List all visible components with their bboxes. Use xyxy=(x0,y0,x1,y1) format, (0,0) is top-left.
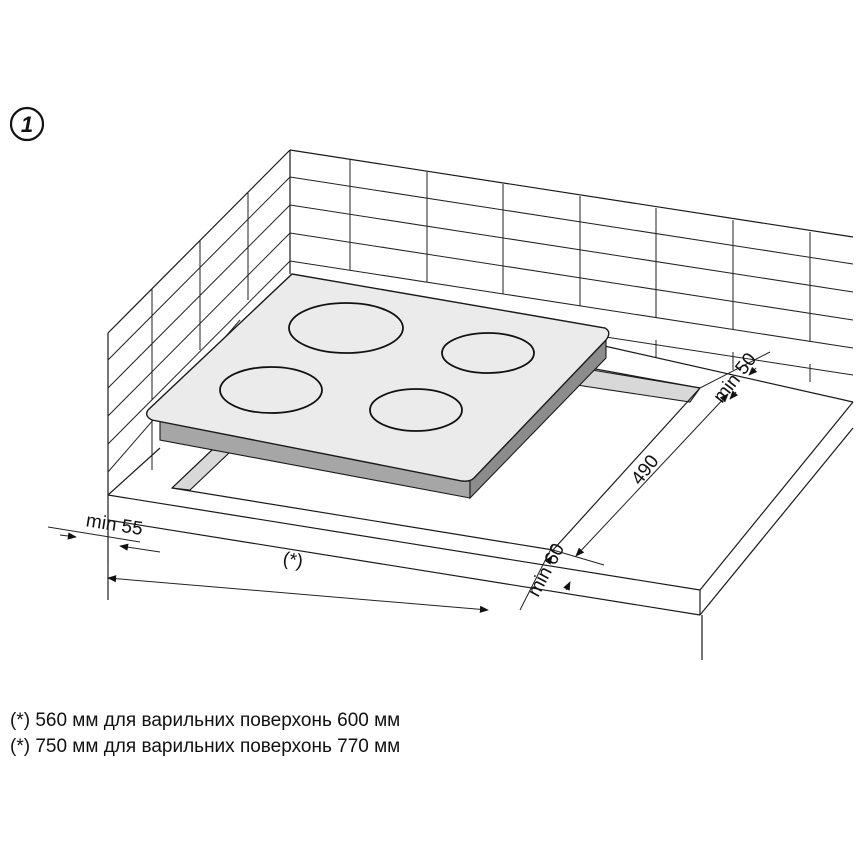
burner-front-left xyxy=(219,366,323,414)
depth-label: 490 xyxy=(627,451,663,489)
step-badge: 1 xyxy=(9,106,45,142)
side-clearance-label: min 55 xyxy=(85,510,145,540)
rear-clearance-label: min 50 xyxy=(709,349,761,407)
hob xyxy=(145,273,610,500)
step-number: 1 xyxy=(21,112,33,137)
tiled-wall xyxy=(107,149,854,495)
burner-rear-right xyxy=(441,332,535,374)
burner-rear-left xyxy=(288,302,404,354)
burner-front-right xyxy=(369,388,463,432)
countertop xyxy=(107,344,854,660)
front-clearance-label: min 60 xyxy=(524,540,569,600)
footnotes: (*) 560 мм для варильних поверхонь 600 м… xyxy=(10,708,400,760)
footnote-600: (*) 560 мм для варильних поверхонь 600 м… xyxy=(10,710,401,731)
dimension-lines xyxy=(47,351,771,613)
width-marker-label: (*) xyxy=(281,549,304,573)
footnote-770: (*) 750 мм для варильних поверхонь 770 м… xyxy=(10,736,401,757)
